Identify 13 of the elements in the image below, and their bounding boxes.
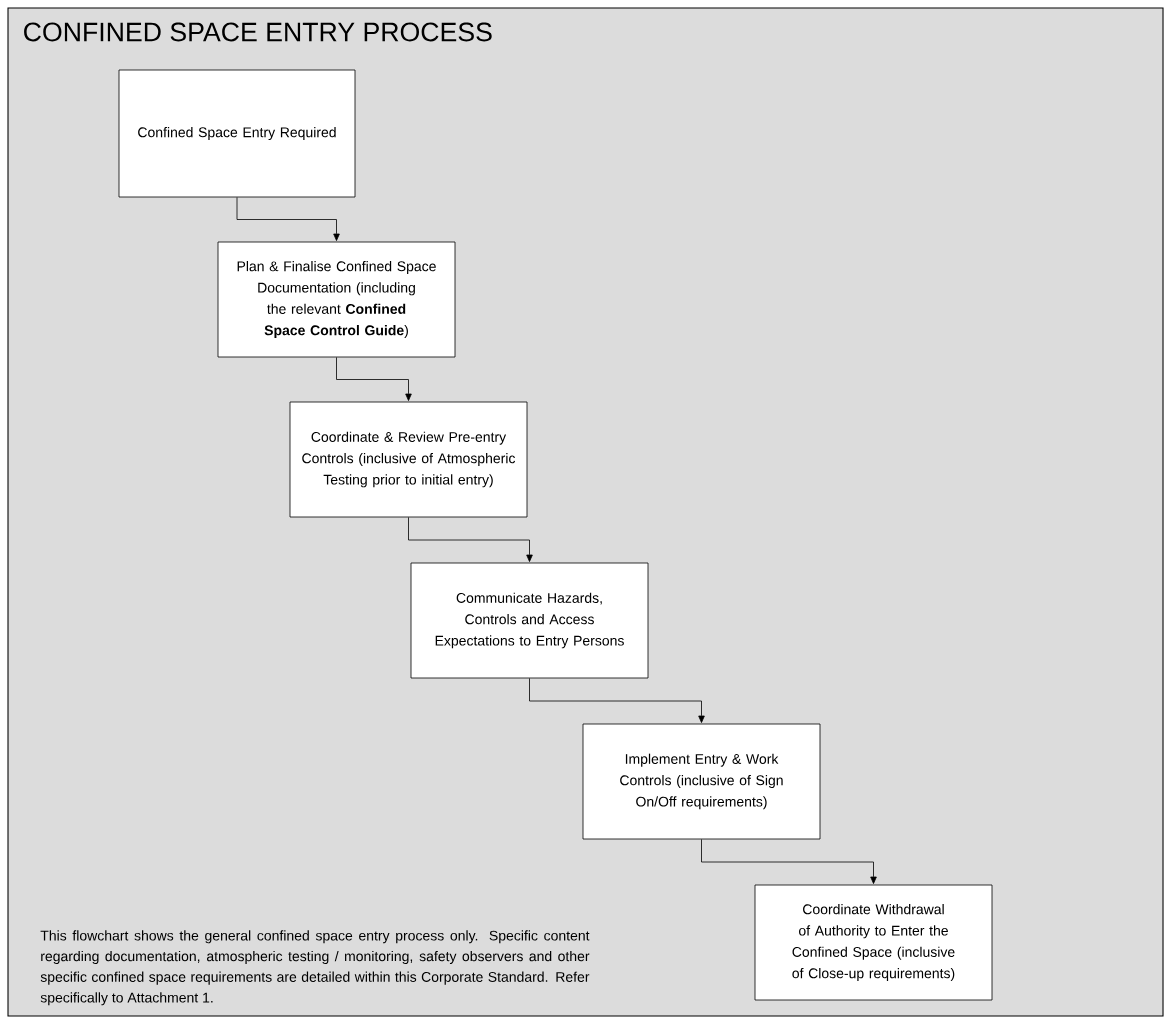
arrow bbox=[529, 678, 705, 723]
note-text: This flowchart shows the general confined space entry process only. Specific content regarding documentation, atmospheric testing / monitoring, safety observers and other specific confined space requirements are detailed within this Corporate Standard. Refer specifically to Attachment 1. bbox=[40, 930, 590, 1006]
process-box: Plan & Finalise Confined Space Documentation (including the relevant Confined Space Control Guide) bbox=[217, 241, 456, 358]
process-box: Confined Space Entry Required bbox=[118, 69, 356, 198]
process-box: Coordinate & Review Pre-entry Controls (inclusive of Atmospheric Testing prior to initial entry) bbox=[289, 401, 528, 518]
process-box: Coordinate Withdrawal of Authority to Enter the Confined Space (inclusive of Close-up requirements) bbox=[754, 884, 993, 1001]
arrow bbox=[701, 839, 877, 884]
process-box: Communicate Hazards, Controls and Access Expectations to Entry Persons bbox=[410, 562, 649, 679]
arrow bbox=[336, 357, 412, 401]
title: CONFINED SPACE ENTRY PROCESS bbox=[24, 22, 492, 42]
process-box: Implement Entry & Work Controls (inclusive of Sign On/Off requirements) bbox=[582, 723, 821, 840]
arrow bbox=[408, 517, 533, 562]
arrow bbox=[236, 197, 340, 241]
